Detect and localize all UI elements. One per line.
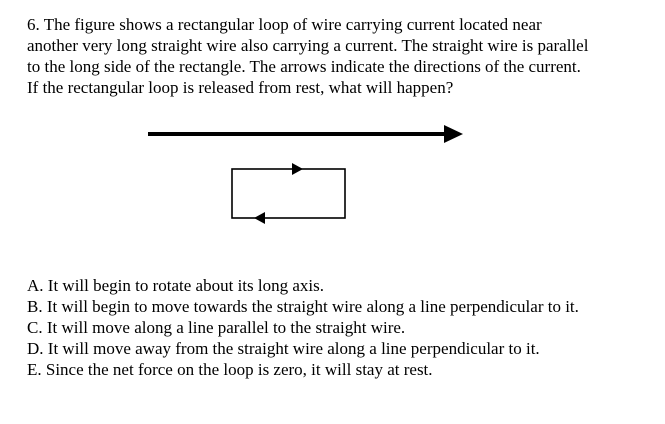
- choice-e: E. Since the net force on the loop is ze…: [27, 360, 433, 379]
- loop-top-current-arrow: [292, 163, 303, 175]
- rectangular-loop: [231, 168, 346, 219]
- question-line: to the long side of the rectangle. The a…: [27, 57, 581, 76]
- answer-choices: A. It will begin to rotate about its lon…: [27, 275, 659, 380]
- question-text: 6. The figure shows a rectangular loop o…: [27, 14, 659, 98]
- choice-b: B. It will begin to move towards the str…: [27, 297, 579, 316]
- straight-wire-arrowhead: [444, 125, 463, 143]
- question-line: 6. The figure shows a rectangular loop o…: [27, 15, 542, 34]
- choice-d: D. It will move away from the straight w…: [27, 339, 540, 358]
- choice-a: A. It will begin to rotate about its lon…: [27, 276, 324, 295]
- question-line: If the rectangular loop is released from…: [27, 78, 454, 97]
- loop-bottom-current-arrow: [254, 212, 265, 224]
- question-line: another very long straight wire also car…: [27, 36, 589, 55]
- choice-c: C. It will move along a line parallel to…: [27, 318, 406, 337]
